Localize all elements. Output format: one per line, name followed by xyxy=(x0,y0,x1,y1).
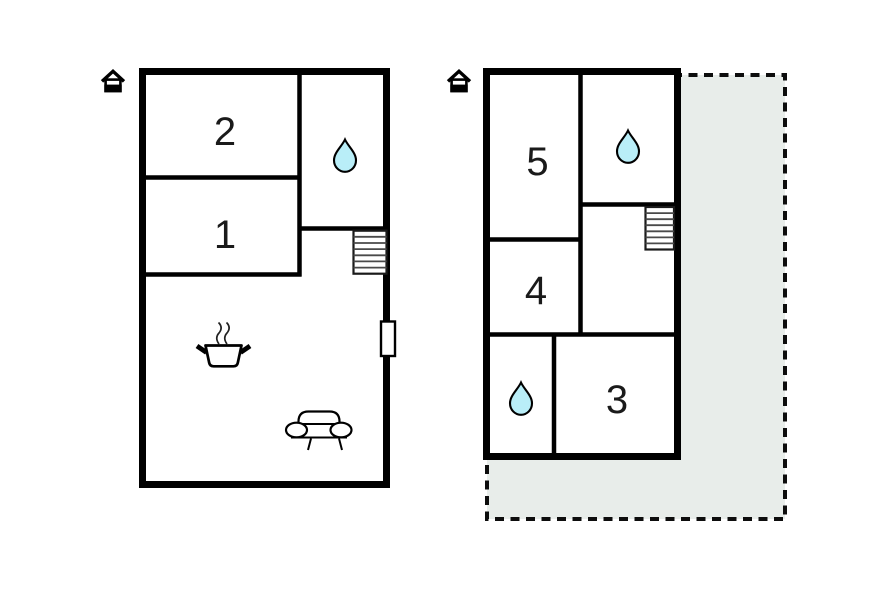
stove-icon xyxy=(195,321,252,368)
stairs-icon xyxy=(352,229,388,275)
house-orientation-icon xyxy=(446,69,472,95)
stairs-icon xyxy=(644,205,676,251)
sofa-icon xyxy=(284,410,353,451)
room-label: 3 xyxy=(606,378,628,422)
house-orientation-icon xyxy=(100,69,126,95)
floor-plan-left: 2 1 xyxy=(100,68,397,488)
window-marker xyxy=(379,320,397,358)
room-label: 4 xyxy=(525,269,547,313)
room-label: 5 xyxy=(526,140,548,184)
room-label: 2 xyxy=(214,110,236,154)
room-label: 1 xyxy=(214,213,236,257)
left-outer-walls xyxy=(139,68,390,488)
floor-plan-right: 5 4 3 xyxy=(446,68,681,460)
